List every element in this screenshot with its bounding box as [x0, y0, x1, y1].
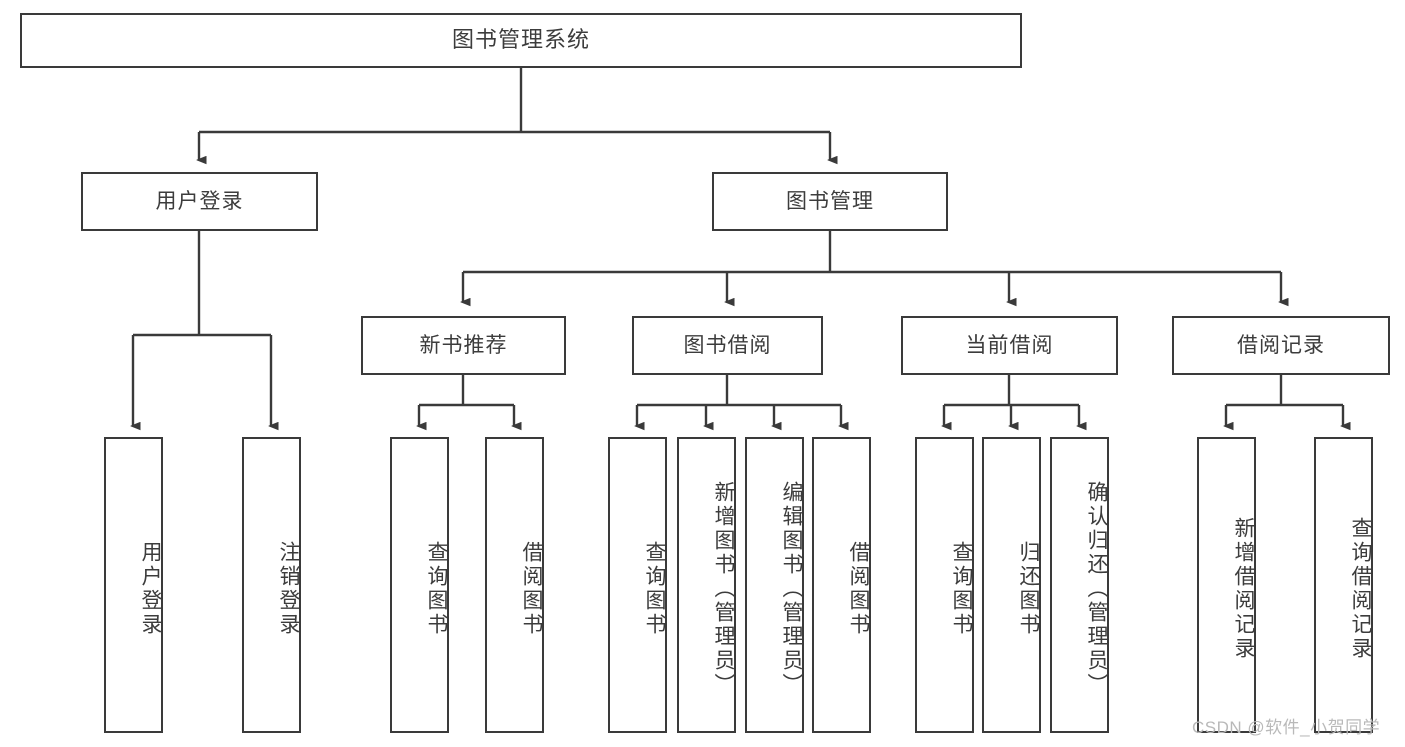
leaf-query-borrow-record[interactable]: 查询借阅记录 [1314, 437, 1373, 733]
node-label: 注销登录 [277, 541, 300, 637]
node-label: 借阅记录 [1237, 333, 1325, 357]
leaf-borrow-book-new[interactable]: 借阅图书 [485, 437, 544, 733]
node-label: 用户登录 [139, 541, 162, 637]
leaf-return-book[interactable]: 归还图书 [982, 437, 1041, 733]
node-label: 查询图书 [425, 541, 448, 637]
leaf-add-book-admin[interactable]: 新增图书（管理员） [677, 437, 736, 733]
node-book-management[interactable]: 图书管理 [712, 172, 948, 231]
node-label: 当前借阅 [965, 333, 1054, 357]
node-root-book-management-system[interactable]: 图书管理系统 [20, 13, 1022, 68]
node-label: 归还图书 [1017, 541, 1040, 637]
node-label: 图书管理 [786, 189, 874, 213]
node-borrow-records[interactable]: 借阅记录 [1172, 316, 1390, 375]
csdn-watermark: CSDN @软件_小贺同学 [1192, 718, 1381, 737]
node-label: 新增借阅记录 [1232, 517, 1255, 661]
leaf-user-login[interactable]: 用户登录 [104, 437, 163, 733]
node-label: 图书管理系统 [451, 27, 590, 53]
leaf-query-book-new[interactable]: 查询图书 [390, 437, 449, 733]
leaf-edit-book-admin[interactable]: 编辑图书（管理员） [745, 437, 804, 733]
node-label: 查询借阅记录 [1349, 517, 1372, 661]
node-current-borrowing[interactable]: 当前借阅 [901, 316, 1118, 375]
node-label: 查询图书 [950, 541, 973, 637]
leaf-borrow-book[interactable]: 借阅图书 [812, 437, 871, 733]
node-label: 借阅图书 [520, 541, 543, 637]
node-label: 借阅图书 [847, 541, 870, 637]
node-user-login[interactable]: 用户登录 [81, 172, 318, 231]
node-label: 确认归还（管理员） [1085, 481, 1108, 697]
leaf-query-book-current[interactable]: 查询图书 [915, 437, 974, 733]
node-label: 查询图书 [643, 541, 666, 637]
leaf-add-borrow-record[interactable]: 新增借阅记录 [1197, 437, 1256, 733]
node-label: 新增图书（管理员） [712, 481, 735, 697]
node-book-borrowing[interactable]: 图书借阅 [632, 316, 823, 375]
leaf-logout[interactable]: 注销登录 [242, 437, 301, 733]
node-label: 编辑图书（管理员） [780, 481, 803, 697]
node-new-book-recommendation[interactable]: 新书推荐 [361, 316, 566, 375]
node-label: 图书借阅 [683, 333, 772, 357]
node-label: 新书推荐 [419, 333, 508, 357]
node-label: 用户登录 [155, 189, 244, 213]
leaf-query-book-borrow[interactable]: 查询图书 [608, 437, 667, 733]
leaf-confirm-return-admin[interactable]: 确认归还（管理员） [1050, 437, 1109, 733]
